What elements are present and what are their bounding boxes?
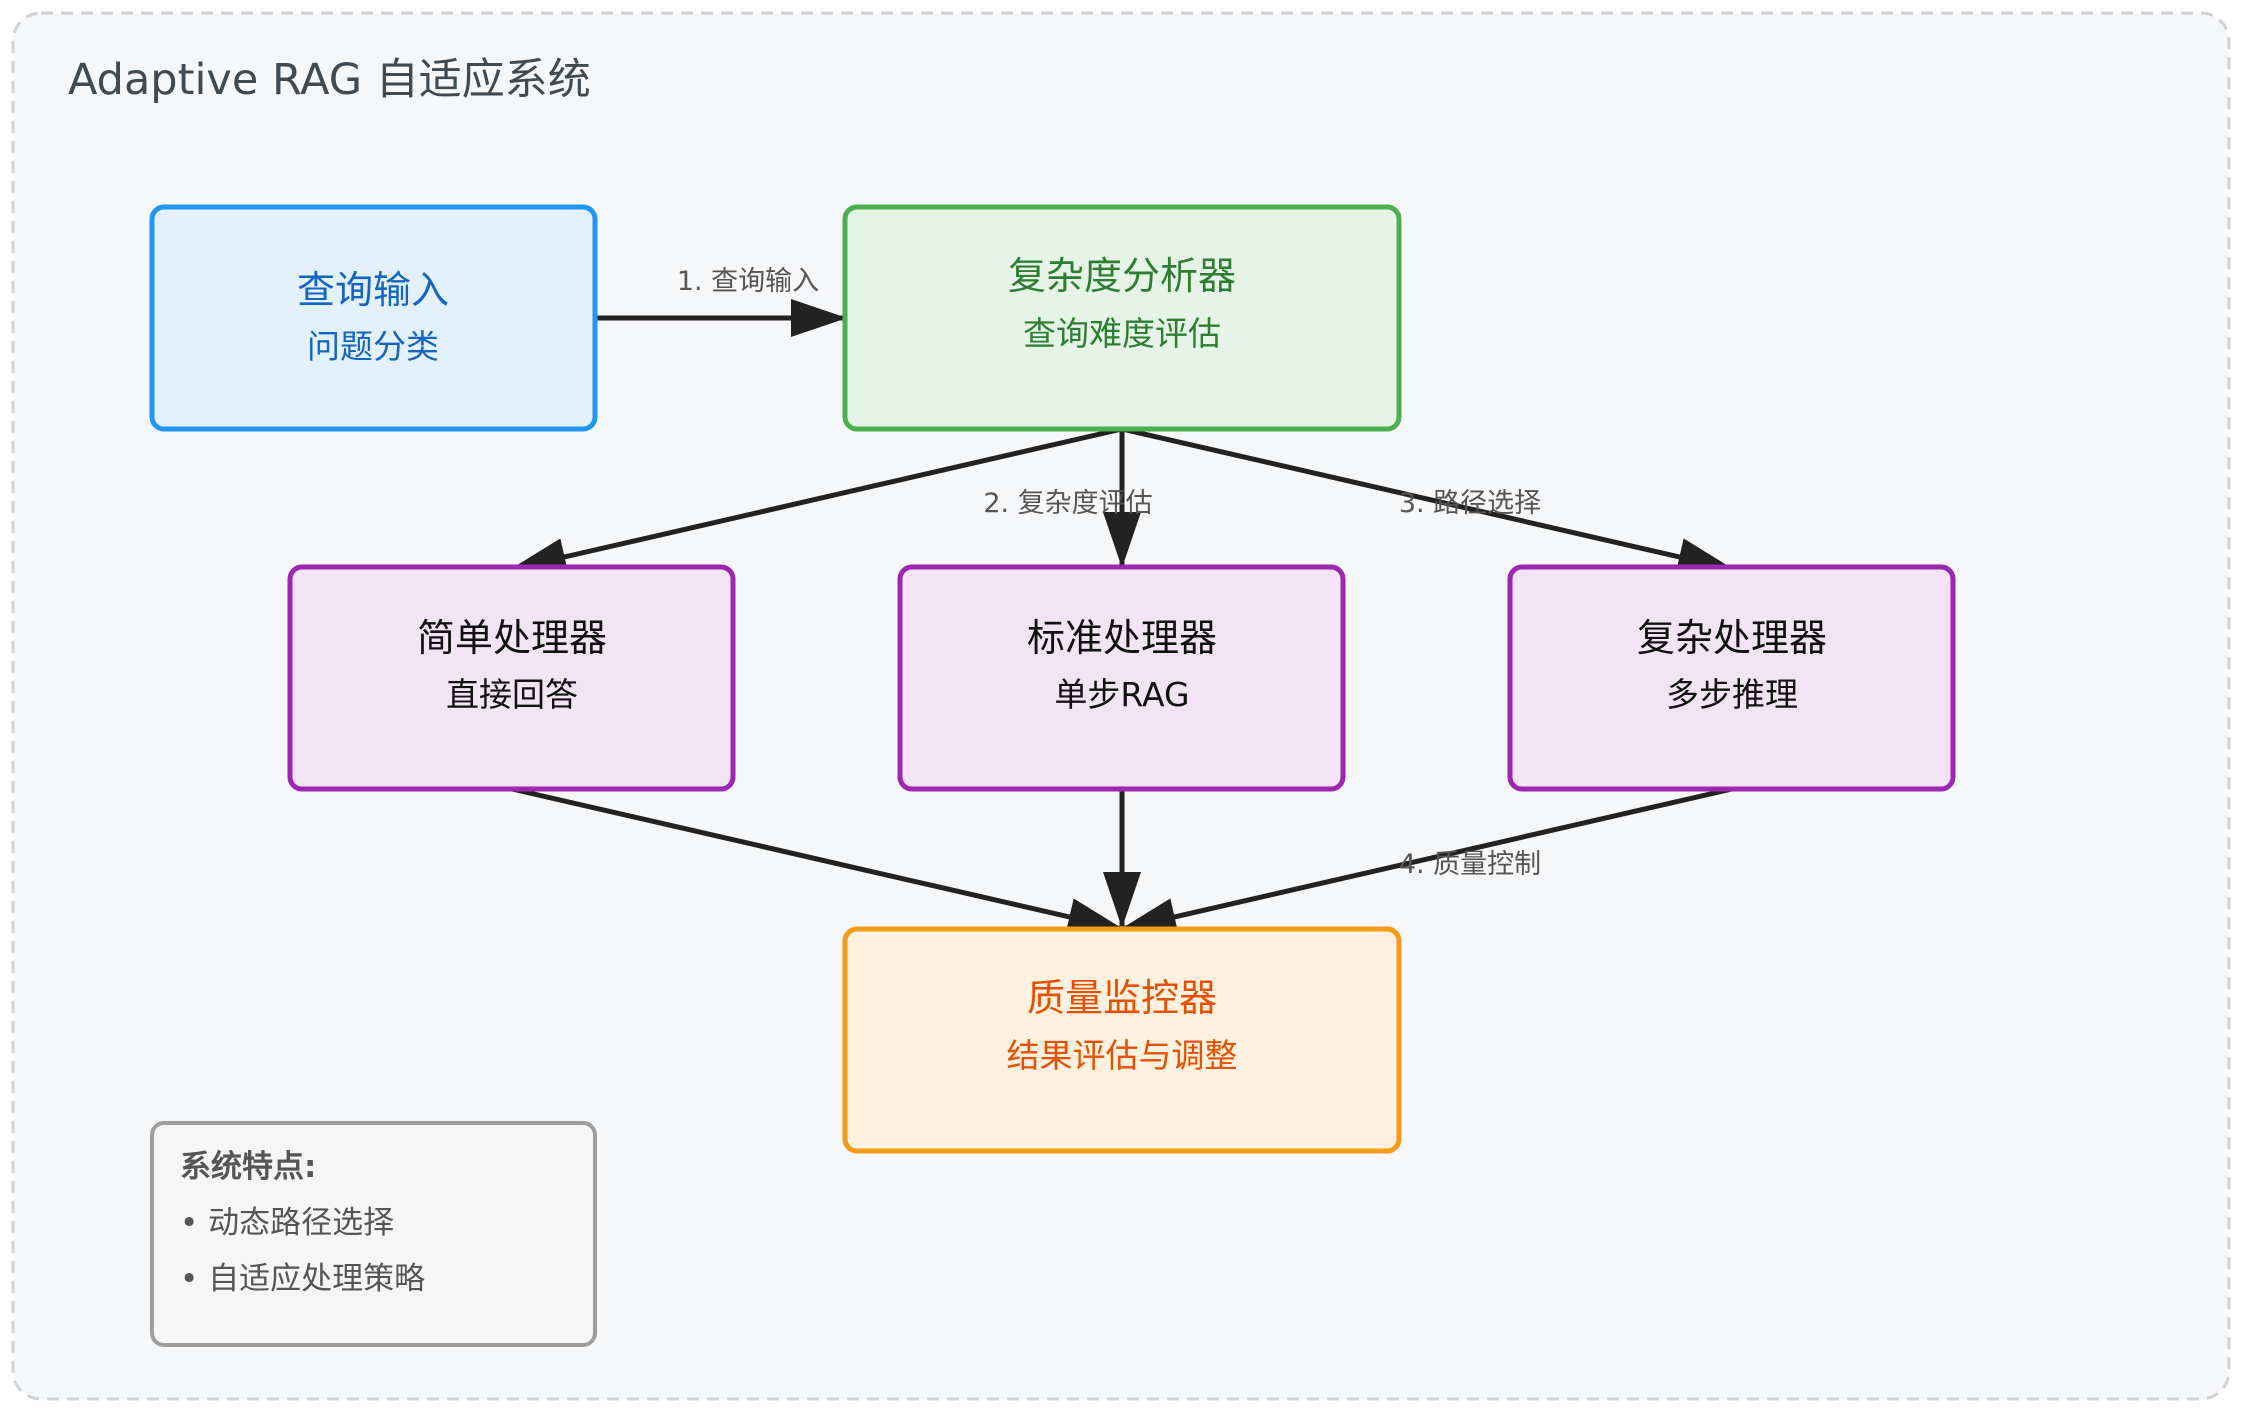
node-standard-processor: 标准处理器 单步RAG xyxy=(897,564,1346,792)
edge-label-quality: 4. 质量控制 xyxy=(1399,849,1541,880)
features-note: 系统特点: • 动态路径选择 • 自适应处理策略 xyxy=(150,1121,597,1347)
node-title: 简单处理器 xyxy=(417,616,607,660)
node-subtitle: 单步RAG xyxy=(1054,675,1189,714)
edges xyxy=(510,299,1734,936)
node-title: 质量监控器 xyxy=(1027,976,1217,1020)
node-title: 查询输入 xyxy=(297,268,449,312)
note-item: • 自适应处理策略 xyxy=(180,1261,425,1297)
edge-analyzer-to-simple xyxy=(510,426,1123,576)
node-subtitle: 直接回答 xyxy=(446,675,578,714)
node-subtitle: 结果评估与调整 xyxy=(1007,1036,1238,1075)
node-subtitle: 多步推理 xyxy=(1666,675,1798,714)
node-title: 标准处理器 xyxy=(1027,616,1217,660)
node-complexity-analyzer: 复杂度分析器 查询难度评估 xyxy=(842,204,1402,432)
node-title: 复杂度分析器 xyxy=(1008,254,1236,298)
node-subtitle: 查询难度评估 xyxy=(1023,314,1221,353)
node-query-input: 查询输入 问题分类 xyxy=(149,204,598,432)
node-quality-monitor: 质量监控器 结果评估与调整 xyxy=(842,926,1402,1154)
node-subtitle: 问题分类 xyxy=(307,327,439,366)
node-title: 复杂处理器 xyxy=(1637,616,1827,660)
note-item: • 动态路径选择 xyxy=(180,1205,394,1241)
edge-complex-to-monitor xyxy=(1120,786,1733,936)
node-complex-processor: 复杂处理器 多步推理 xyxy=(1507,564,1956,792)
edge-label-path-select: 3. 路径选择 xyxy=(1399,488,1541,519)
edge-label-complexity: 2. 复杂度评估 xyxy=(983,488,1152,519)
edge-analyzer-to-complex xyxy=(1121,426,1734,576)
diagram-title: Adaptive RAG 自适应系统 xyxy=(68,55,591,105)
node-simple-processor: 简单处理器 直接回答 xyxy=(287,564,736,792)
edge-label-query-input: 1. 查询输入 xyxy=(677,266,819,297)
edge-simple-to-monitor xyxy=(511,786,1124,936)
note-title: 系统特点: xyxy=(180,1149,316,1185)
